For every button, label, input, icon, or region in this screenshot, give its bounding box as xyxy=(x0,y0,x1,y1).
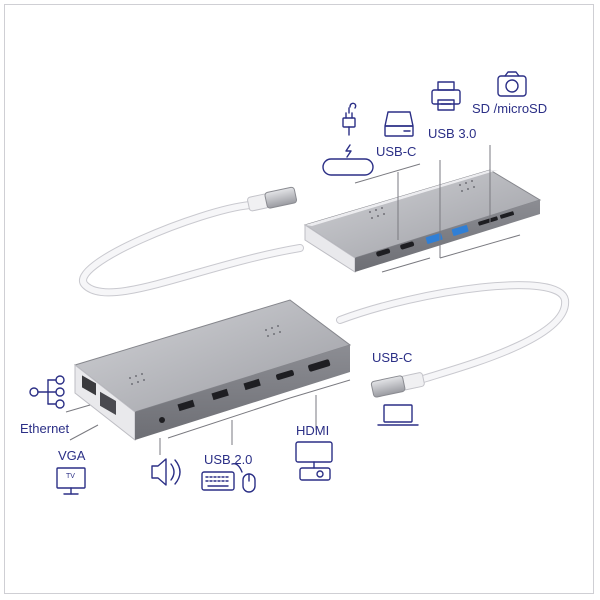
label-usb-c-top: USB-C xyxy=(376,144,417,159)
cable-top-hub xyxy=(78,201,304,297)
top-hub-device xyxy=(303,169,542,273)
tv-icon xyxy=(56,467,86,495)
usb-c-connector-top xyxy=(247,186,298,212)
projector-icon xyxy=(295,441,333,481)
label-usb-c-right: USB-C xyxy=(372,350,413,365)
label-vga: VGA xyxy=(58,448,86,463)
frame-border xyxy=(4,4,594,594)
bottom-hub-device xyxy=(73,299,352,442)
label-usb-3-0: USB 3.0 xyxy=(428,126,477,141)
laptop-icon xyxy=(377,404,419,426)
camera-icon xyxy=(497,71,527,97)
printer-icon xyxy=(431,81,461,111)
bottom-hub-front-ports xyxy=(159,359,331,423)
label-vga-tv: TV xyxy=(66,473,75,480)
keyboard-icon xyxy=(201,471,235,491)
network-icon xyxy=(29,375,65,409)
usb-c-connector-right xyxy=(370,372,425,398)
top-hub-ports xyxy=(376,211,515,257)
leader-lines xyxy=(65,145,521,455)
mouse-icon xyxy=(231,462,256,493)
bottom-hub-side-ports xyxy=(82,375,116,415)
label-ethernet: Ethernet xyxy=(20,421,70,436)
speaker-icon xyxy=(151,458,181,486)
power-plug-icon xyxy=(342,102,357,136)
label-sd-microsd: SD /microSD xyxy=(472,101,548,116)
hard-drive-icon xyxy=(384,111,414,137)
bottom-hub-vents xyxy=(129,325,281,385)
top-hub-vents xyxy=(369,180,475,219)
usb-c-port-icon xyxy=(322,144,374,176)
cable-bottom-hub xyxy=(336,281,569,384)
label-hdmi: HDMI xyxy=(296,423,330,438)
label-usb-2-0: USB 2.0 xyxy=(204,452,253,467)
